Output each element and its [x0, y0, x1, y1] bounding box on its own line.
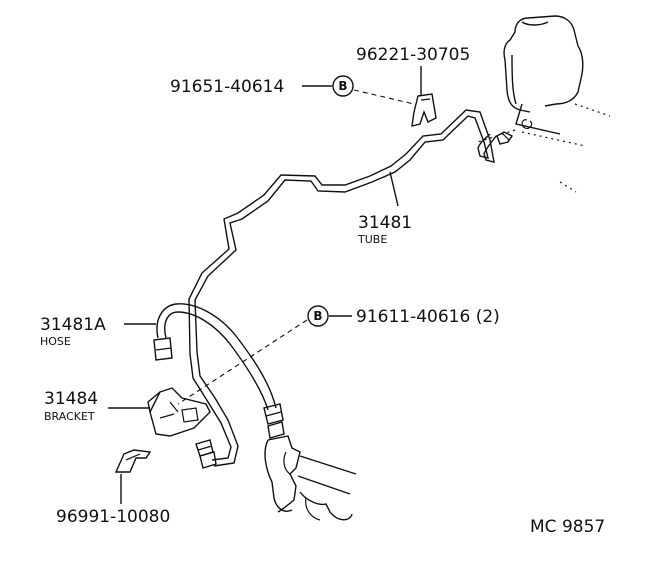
bracket-icon [147, 387, 211, 437]
tube-fitting-lower [195, 439, 217, 469]
dashed-leader-bolt-top [353, 89, 415, 105]
slave-cylinder-icon [264, 435, 357, 521]
bracket-name: BRACKET [44, 410, 95, 423]
brake-tube [188, 109, 514, 467]
flare-nut-icon [153, 337, 173, 361]
tube-name: TUBE [357, 233, 387, 246]
dashed-leader-bolt-mid [177, 319, 308, 405]
bolt-mid-part-number: 91611-40616 (2) [356, 307, 500, 327]
pin-part-number: 96991-10080 [56, 507, 170, 527]
hose-name: HOSE [40, 335, 71, 348]
tube-part-number: 31481 [358, 213, 412, 233]
clip-icon [411, 93, 437, 127]
leader-tube [389, 171, 399, 207]
diagram-reference: MC 9857 [530, 517, 605, 537]
bracket-part-number: 31484 [44, 389, 98, 409]
badge-b-mid-text: B [313, 309, 322, 323]
hose-part-number: 31481A [40, 315, 106, 335]
brake-hose [153, 303, 285, 439]
badge-b-top-text: B [338, 79, 347, 93]
badge-b-top: B [332, 75, 354, 97]
pin-clip-icon [114, 449, 152, 473]
reservoir-icon [477, 15, 611, 193]
bolt-top-part-number: 91651-40614 [170, 77, 284, 97]
badge-b-mid: B [307, 305, 329, 327]
clip-part-number: 96221-30705 [356, 45, 470, 65]
